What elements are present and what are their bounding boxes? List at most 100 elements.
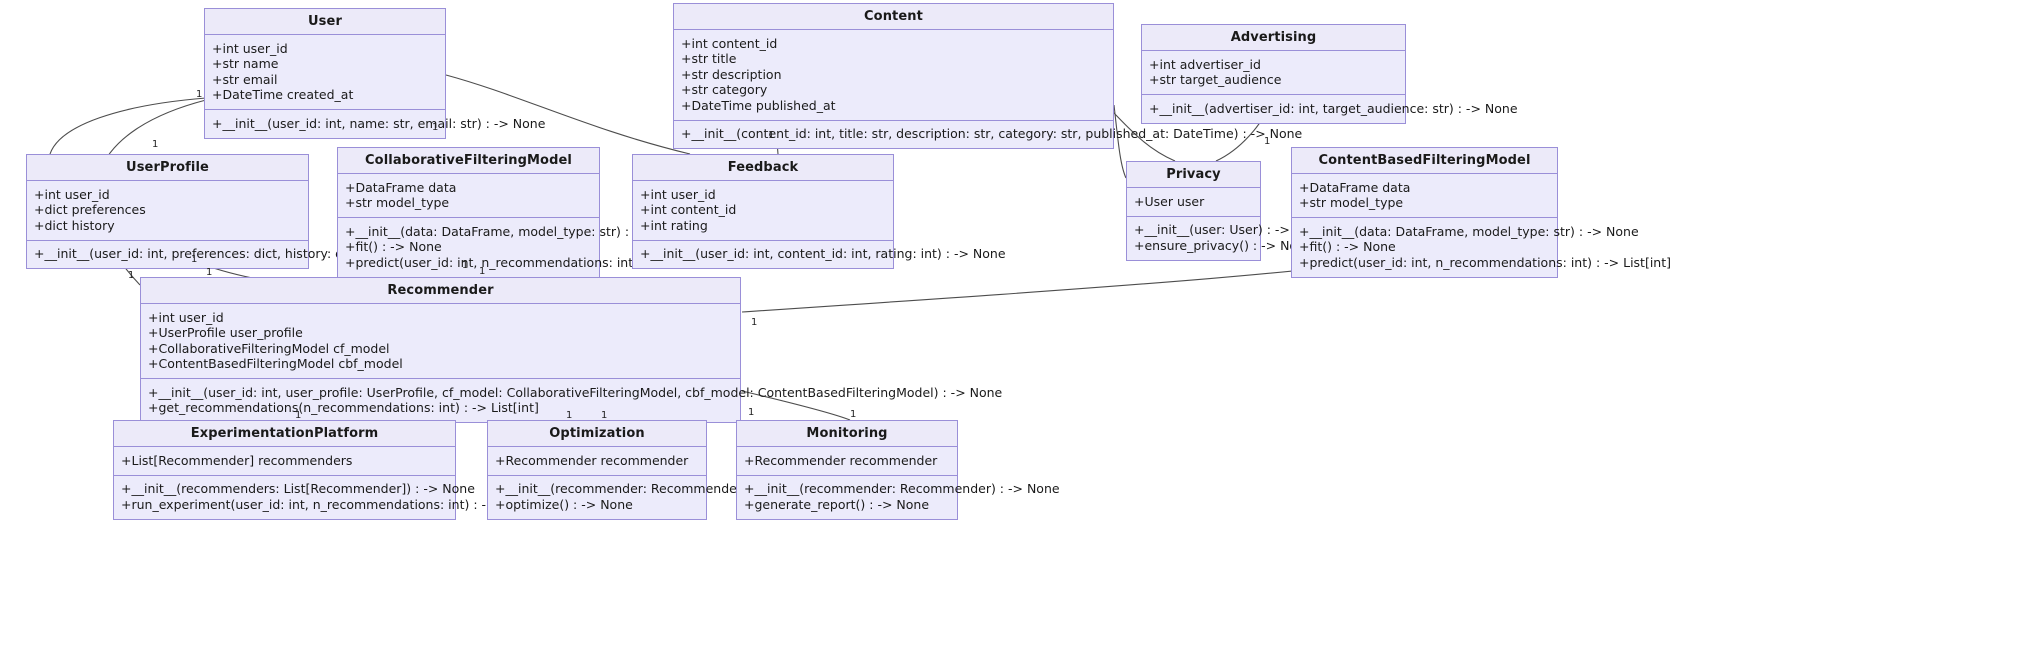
uml-attributes-advertising: +int advertiser_id+str target_audience (1142, 51, 1405, 95)
uml-methods-cbfmodel: +__init__(data: DataFrame, model_type: s… (1292, 218, 1671, 277)
multiplicity-label: 1 (566, 410, 573, 421)
uml-attributes-recommender: +int user_id+UserProfile user_profile+Co… (141, 304, 740, 379)
multiplicity-label: 1 (191, 254, 198, 265)
uml-class-userprofile[interactable]: UserProfile+int user_id+dict preferences… (26, 154, 427, 269)
uml-attribute-row: +int content_id (640, 202, 737, 217)
uml-attribute-row: +Recommender recommender (495, 452, 689, 468)
uml-methods-experimentationplatform: +__init__(recommenders: List[Recommender… (114, 476, 608, 519)
uml-attribute-row: +str title (681, 51, 737, 66)
uml-attribute-row: +str email (212, 71, 278, 87)
uml-attribute-row: +int user_id (34, 186, 110, 202)
uml-class-advertising[interactable]: Advertising+int advertiser_id+str target… (1141, 24, 1518, 124)
uml-class-monitoring[interactable]: Monitoring+Recommender recommender+__ini… (736, 420, 1060, 520)
uml-method-row: +generate_report() : -> None (744, 496, 930, 512)
uml-class-title-content: Content (674, 4, 1113, 30)
uml-attribute-row: +str category (681, 82, 768, 97)
multiplicity-label: 1 (768, 130, 775, 141)
multiplicity-label: 1 (196, 89, 203, 100)
multiplicity-label: 1 (128, 270, 135, 281)
uml-class-content[interactable]: Content+int content_id+str title+str des… (673, 3, 1303, 149)
uml-method-row: +run_experiment(user_id: int, n_recommen… (121, 496, 608, 512)
uml-class-recommender[interactable]: Recommender+int user_id+UserProfile user… (140, 277, 1003, 423)
uml-method-row: +__init__(content_id: int, title: str, d… (681, 126, 1303, 141)
uml-methods-feedback: +__init__(user_id: int, content_id: int,… (633, 241, 1006, 269)
uml-class-optimization[interactable]: Optimization +Recommender recommender +__i… (487, 420, 811, 520)
uml-class-experimentationplatform[interactable]: ExperimentationPlatform +List[Recommender… (113, 420, 608, 520)
uml-method-row: +__init__(user_id: int, user_profile: Us… (148, 384, 1003, 400)
uml-attribute-row: +int content_id (681, 35, 778, 51)
uml-class-cbfmodel[interactable]: ContentBasedFilteringModel+DataFrame dat… (1291, 147, 1671, 278)
uml-attribute-row: +int advertiser_id (1149, 56, 1261, 72)
uml-attributes-user: +int user_id+str name+str email+DateTime… (205, 35, 445, 110)
uml-class-title-privacy: Privacy (1127, 162, 1260, 188)
uml-method-row: +__init__(recommender: Recommender) : ->… (744, 481, 1060, 496)
uml-methods-user: +__init__(user_id: int, name: str, email… (205, 110, 546, 138)
uml-attributes-cfmodel: +DataFrame data+str model_type (338, 174, 599, 218)
uml-attribute-row: +int user_id (148, 309, 224, 325)
multiplicity-label: 1 (479, 266, 486, 277)
uml-method-row: +fit() : -> None (345, 239, 442, 254)
uml-methods-cfmodel: +__init__(data: DataFrame, model_type: s… (338, 218, 718, 277)
uml-attribute-row: +str model_type (1299, 195, 1404, 210)
uml-method-row: +__init__(advertiser_id: int, target_aud… (1149, 100, 1518, 116)
uml-class-title-recommender: Recommender (141, 278, 740, 304)
uml-class-feedback[interactable]: Feedback+int user_id+int content_id+int … (632, 154, 1006, 269)
multiplicity-label: 1 (1264, 136, 1271, 147)
uml-methods-advertising: +__init__(advertiser_id: int, target_aud… (1142, 95, 1518, 123)
uml-method-row: +fit() : -> None (1299, 239, 1396, 254)
uml-methods-content: +__init__(content_id: int, title: str, d… (674, 121, 1303, 149)
multiplicity-label: 1 (432, 122, 439, 133)
uml-method-row: +__init__(user_id: int, preferences: dic… (34, 246, 427, 261)
uml-class-title-user: User (205, 9, 445, 35)
uml-attribute-row: +dict preferences (34, 202, 146, 217)
uml-class-cfmodel[interactable]: CollaborativeFilteringModel+DataFrame da… (337, 147, 718, 278)
uml-class-user[interactable]: User+int user_id+str name+str email+Date… (204, 8, 546, 139)
uml-class-title-cfmodel: CollaborativeFilteringModel (338, 148, 599, 174)
uml-attributes-userprofile: +int user_id+dict preferences+dict histo… (27, 181, 308, 241)
uml-attribute-row: +DataFrame data (1299, 179, 1411, 195)
multiplicity-label: 1 (152, 139, 159, 150)
uml-method-row: +predict(user_id: int, n_recommendations… (345, 254, 718, 270)
uml-class-title-cbfmodel: ContentBasedFilteringModel (1292, 148, 1557, 174)
uml-methods-privacy: +__init__(user: User) : -> None+ensure_p… (1127, 217, 1327, 260)
uml-attributes-monitoring: +Recommender recommender (737, 447, 957, 476)
multiplicity-label: 1 (751, 317, 758, 328)
uml-attribute-row: +DataFrame data (345, 179, 457, 195)
uml-method-row: +__init__(data: DataFrame, model_type: s… (345, 223, 685, 239)
uml-methods-userprofile: +__init__(user_id: int, preferences: dic… (27, 241, 427, 269)
multiplicity-label: 1 (850, 409, 857, 420)
uml-attribute-row: +Recommender recommender (744, 452, 938, 468)
uml-method-row: +__init__(user_id: int, content_id: int,… (640, 246, 1006, 261)
uml-attribute-row: +str description (681, 66, 782, 82)
uml-class-privacy[interactable]: Privacy+User user+__init__(user: User) :… (1126, 161, 1327, 261)
uml-attributes-cbfmodel: +DataFrame data+str model_type (1292, 174, 1557, 218)
uml-attributes-content: +int content_id+str title+str descriptio… (674, 30, 1113, 121)
uml-attribute-row: +int user_id (640, 186, 716, 202)
uml-methods-recommender: +__init__(user_id: int, user_profile: Us… (141, 379, 1003, 422)
uml-attribute-row: +List[Recommender] recommenders (121, 452, 353, 468)
multiplicity-label: 1 (748, 407, 755, 418)
uml-class-title-experimentationplatform: ExperimentationPlatform (114, 421, 455, 447)
uml-method-row: +__init__(user_id: int, name: str, email… (212, 115, 546, 131)
uml-attribute-row: +CollaborativeFilteringModel cf_model (148, 340, 390, 356)
uml-methods-optimization: +__init__(recommender: Recommender) : ->… (488, 476, 811, 519)
uml-method-row: +get_recommendations(n_recommendations: … (148, 400, 539, 415)
multiplicity-label: 1 (601, 410, 608, 421)
uml-method-row: +__init__(data: DataFrame, model_type: s… (1299, 223, 1639, 239)
uml-attributes-experimentationplatform: +List[Recommender] recommenders (114, 447, 455, 476)
multiplicity-label: 1 (462, 260, 469, 271)
uml-attribute-row: +str model_type (345, 195, 450, 210)
uml-method-row: +__init__(recommender: Recommender) : ->… (495, 481, 811, 496)
multiplicity-label: 1 (295, 410, 302, 421)
uml-attribute-row: +dict history (34, 217, 115, 233)
uml-attribute-row: +DateTime created_at (212, 87, 354, 102)
uml-attributes-feedback: +int user_id+int content_id+int rating (633, 181, 893, 241)
uml-method-row: +ensure_privacy() : -> None (1134, 237, 1313, 253)
uml-attribute-row: +DateTime published_at (681, 97, 836, 113)
uml-class-title-optimization: Optimization (488, 421, 706, 447)
uml-attribute-row: +UserProfile user_profile (148, 325, 303, 340)
uml-method-row: +__init__(user: User) : -> None (1134, 222, 1327, 237)
uml-attribute-row: +ContentBasedFilteringModel cbf_model (148, 356, 403, 371)
uml-class-title-advertising: Advertising (1142, 25, 1405, 51)
